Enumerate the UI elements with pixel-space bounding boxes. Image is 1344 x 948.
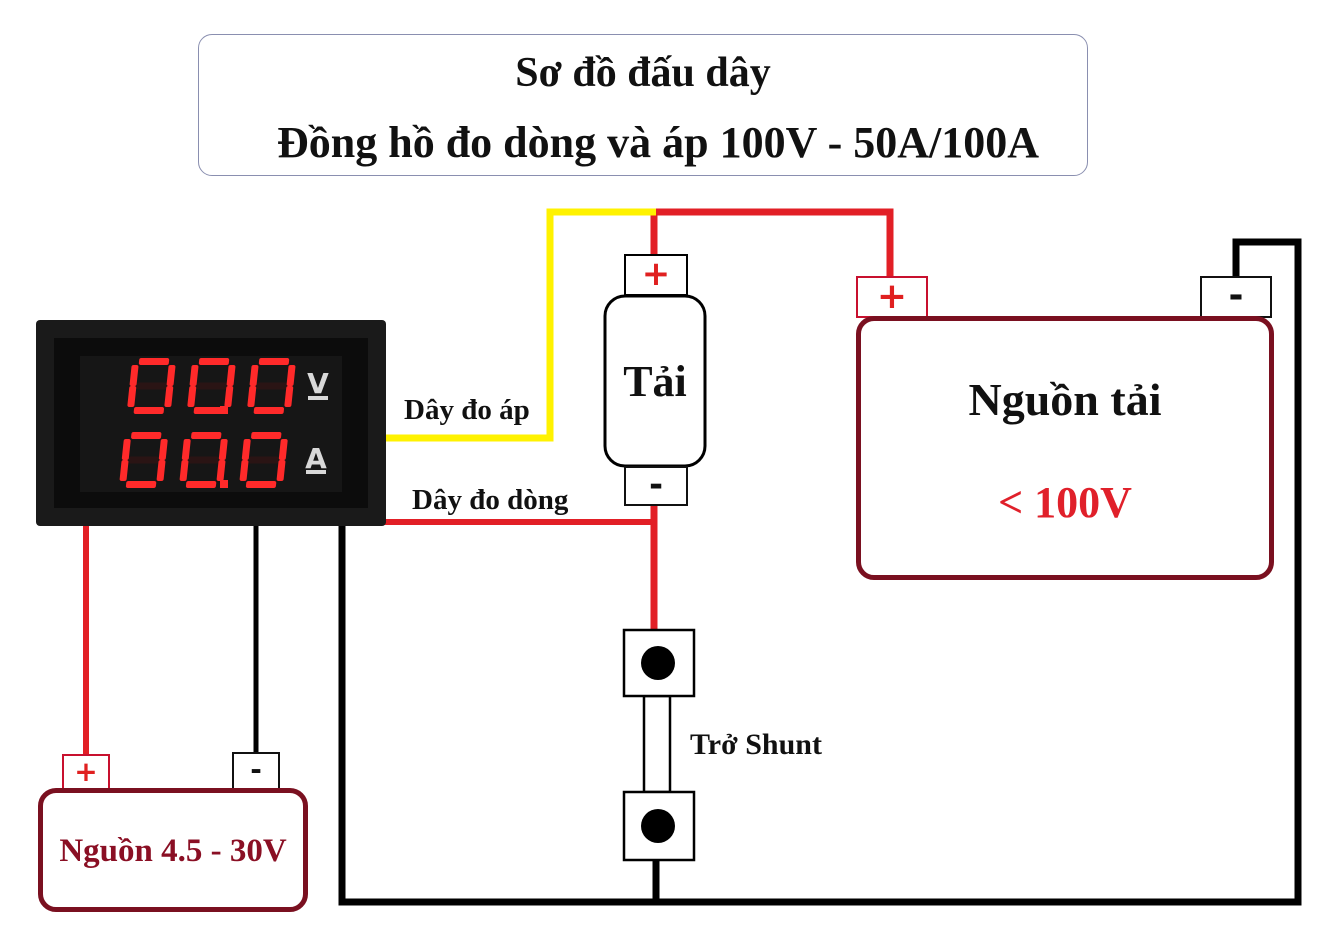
panel-meter [36, 320, 386, 526]
voltage-wire-label: Dây đo áp [404, 394, 530, 426]
segment-e [179, 460, 189, 481]
load-source-box: Nguồn tải < 100V [856, 316, 1274, 580]
segment-b [226, 365, 236, 386]
segment-g [256, 382, 287, 390]
shunt-bolt-bottom [641, 809, 675, 843]
title-line-2: Đồng hồ đo dòng và áp 100V - 50A/100A [276, 118, 1039, 167]
segment-e [127, 386, 137, 407]
segment-b [278, 439, 288, 460]
segment-d [245, 481, 277, 488]
segment-f [241, 439, 251, 460]
segment-d [193, 407, 225, 414]
shunt-label: Trở Shunt [690, 728, 822, 761]
meter-supply-positive-terminal: + [62, 754, 110, 790]
voltage-decimal-point [220, 406, 228, 414]
current-wire-label: Dây đo dòng [412, 484, 569, 516]
voltage-digit-2 [247, 358, 296, 414]
current-display [119, 432, 288, 488]
segment-b [166, 365, 176, 386]
segment-c [216, 460, 226, 481]
segment-f [181, 439, 191, 460]
load-source-positive-terminal: + [856, 276, 928, 318]
load-positive-wire [650, 208, 894, 280]
segment-b [158, 439, 168, 460]
voltage-unit: V [307, 367, 329, 400]
voltage-digit-0 [127, 358, 176, 414]
segment-a [138, 358, 170, 365]
load-label: Tải [623, 357, 687, 406]
segment-a [198, 358, 230, 365]
segment-g [188, 456, 219, 464]
current-decimal-point [220, 480, 228, 488]
segment-g [128, 456, 159, 464]
shunt-resistor [622, 628, 696, 862]
meter-supply-box: Nguồn 4.5 - 30V [38, 788, 308, 912]
segment-g [136, 382, 167, 390]
current-digit-1 [179, 432, 228, 488]
segment-a [251, 432, 282, 439]
title-line-1: Sơ đồ đấu dây [515, 50, 771, 96]
title-box: Sơ đồ đấu dây Đồng hồ đo dòng và áp 100V… [198, 34, 1088, 176]
segment-d [253, 407, 285, 414]
segment-b [286, 365, 296, 386]
current-digit-2 [239, 432, 288, 488]
segment-e [187, 386, 197, 407]
load-source-label: Nguồn tải [968, 374, 1162, 425]
ground-wire-loop [338, 238, 1302, 906]
segment-g [248, 456, 279, 464]
segment-d [125, 481, 157, 488]
segment-c [284, 386, 294, 407]
meter-supply-negative-terminal: - [232, 752, 280, 790]
segment-d [133, 407, 165, 414]
segment-f [249, 365, 259, 386]
voltage-digit-1 [187, 358, 236, 414]
segment-a [131, 432, 162, 439]
load-source-voltage: < 100V [998, 478, 1132, 527]
segment-f [189, 365, 199, 386]
segment-g [196, 382, 227, 390]
segment-a [258, 358, 290, 365]
voltage-sense-wire [384, 208, 656, 442]
segment-c [156, 460, 166, 481]
load-positive-terminal: + [624, 254, 688, 296]
segment-c [224, 386, 234, 407]
segment-c [276, 460, 286, 481]
current-unit: A [305, 442, 327, 475]
meter-supply-label: Nguồn 4.5 - 30V [59, 833, 287, 869]
load-negative-terminal: - [624, 466, 688, 506]
voltage-display [127, 358, 296, 414]
segment-c [164, 386, 174, 407]
current-digit-0 [119, 432, 168, 488]
segment-e [239, 460, 249, 481]
segment-d [185, 481, 217, 488]
shunt-bolt-top [641, 646, 675, 680]
segment-e [119, 460, 129, 481]
segment-a [191, 432, 222, 439]
segment-b [218, 439, 228, 460]
load-source-negative-terminal: - [1200, 276, 1272, 318]
segment-f [129, 365, 139, 386]
segment-e [247, 386, 257, 407]
segment-f [121, 439, 131, 460]
